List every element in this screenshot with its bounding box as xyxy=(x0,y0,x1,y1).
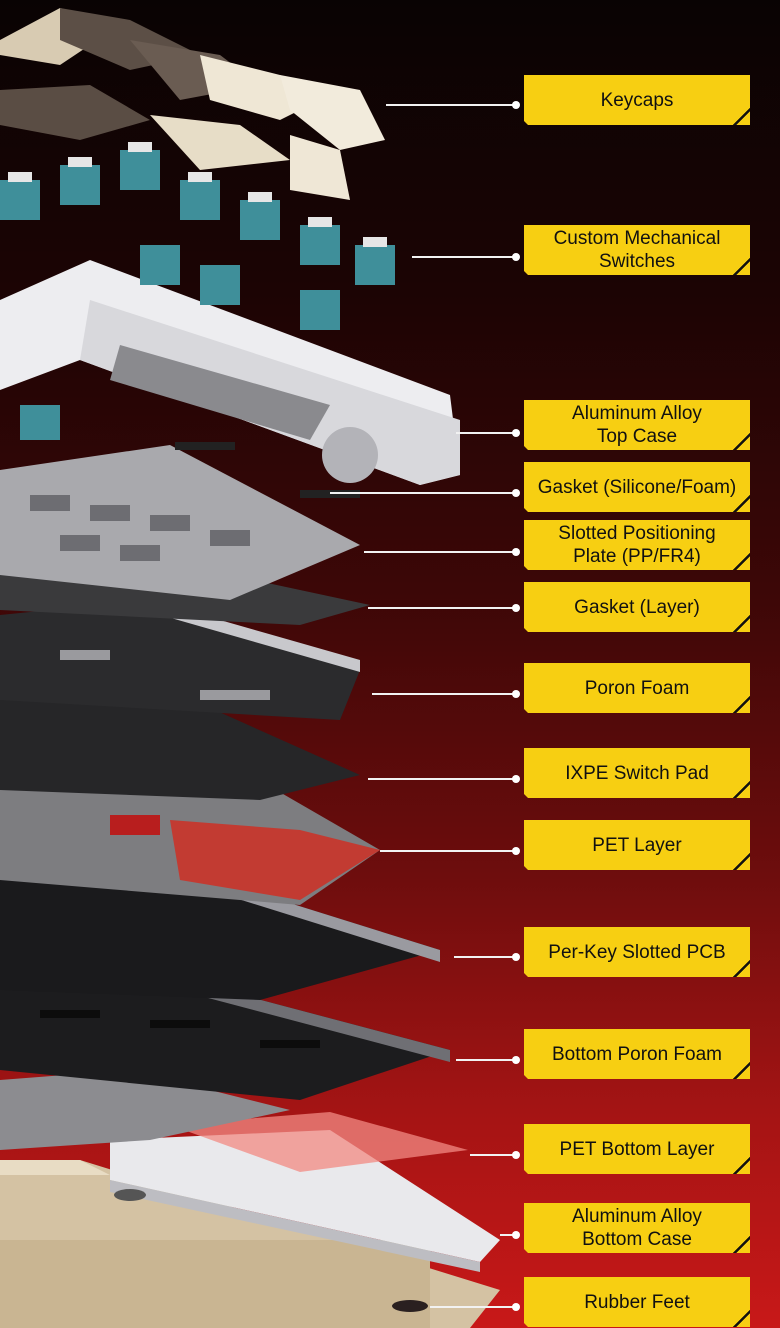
leader-dot-ixpe-pad xyxy=(512,775,520,783)
callout-positioning-plate-text: Slotted Positioning Plate (PP/FR4) xyxy=(558,523,716,567)
leader-dot-pcb xyxy=(512,953,520,961)
callout-gasket-layer-text: Gasket (Layer) xyxy=(574,596,700,618)
leader-dot-poron-foam xyxy=(512,690,520,698)
callout-pcb: Per-Key Slotted PCB xyxy=(524,927,750,977)
leader-positioning-plate xyxy=(364,551,516,553)
callout-switches-text: Custom Mechanical Switches xyxy=(553,228,721,272)
callout-bottom-case-text: Aluminum Alloy Bottom Case xyxy=(572,1206,702,1250)
gasket-strips xyxy=(175,442,360,498)
leader-dot-top-case xyxy=(512,429,520,437)
leader-dot-bottom-case xyxy=(512,1231,520,1239)
ixpe-layer xyxy=(0,690,360,800)
callout-top-case: Aluminum Alloy Top Case xyxy=(524,400,750,450)
leader-poron-foam xyxy=(372,693,516,695)
pet-layer xyxy=(0,770,380,905)
callout-gasket-silicone-text: Gasket (Silicone/Foam) xyxy=(537,476,737,498)
top-case xyxy=(0,260,460,485)
leader-pcb xyxy=(454,956,516,958)
leader-gasket-layer xyxy=(368,607,516,609)
callout-pet-layer: PET Layer xyxy=(524,820,750,870)
leader-pet-bottom xyxy=(470,1154,516,1156)
callout-poron-foam: Poron Foam xyxy=(524,663,750,713)
leader-dot-gasket-layer xyxy=(512,604,520,612)
leader-gasket-silicone xyxy=(330,492,516,494)
bottom-case xyxy=(0,1160,500,1328)
callout-ixpe-pad: IXPE Switch Pad xyxy=(524,748,750,798)
leader-ixpe-pad xyxy=(368,778,516,780)
leader-dot-keycaps xyxy=(512,101,520,109)
callout-bottom-case: Aluminum Alloy Bottom Case xyxy=(524,1203,750,1253)
leader-rubber-feet xyxy=(430,1306,516,1308)
callout-switches: Custom Mechanical Switches xyxy=(524,225,750,275)
white-bottom-tray xyxy=(110,1130,500,1272)
callout-bottom-poron: Bottom Poron Foam xyxy=(524,1029,750,1079)
leader-dot-rubber-feet xyxy=(512,1303,520,1311)
callout-gasket-silicone: Gasket (Silicone/Foam) xyxy=(524,462,750,512)
callout-top-case-text: Aluminum Alloy Top Case xyxy=(572,403,702,447)
callout-keycaps-text: Keycaps xyxy=(600,89,674,111)
leader-dot-pet-bottom xyxy=(512,1151,520,1159)
switches xyxy=(0,142,395,440)
leader-bottom-poron xyxy=(456,1059,516,1061)
leader-bottom-case xyxy=(500,1234,516,1236)
callout-pcb-text: Per-Key Slotted PCB xyxy=(548,941,726,963)
grey-plastic-layer xyxy=(0,1070,290,1150)
callout-keycaps: Keycaps xyxy=(524,75,750,125)
callout-ixpe-pad-text: IXPE Switch Pad xyxy=(565,762,709,784)
rubber-foot xyxy=(392,1300,428,1312)
leader-dot-positioning-plate xyxy=(512,548,520,556)
callout-rubber-feet-text: Rubber Feet xyxy=(584,1291,690,1313)
positioning-plate xyxy=(0,445,360,600)
leader-dot-gasket-silicone xyxy=(512,489,520,497)
keycaps xyxy=(0,8,385,200)
callout-pet-bottom-text: PET Bottom Layer xyxy=(559,1138,715,1160)
leader-switches xyxy=(412,256,516,258)
callout-pet-layer-text: PET Layer xyxy=(592,834,682,856)
leader-dot-bottom-poron xyxy=(512,1056,520,1064)
callout-bottom-poron-text: Bottom Poron Foam xyxy=(551,1043,723,1065)
leader-dot-pet-layer xyxy=(512,847,520,855)
leader-keycaps xyxy=(386,104,516,106)
leader-pet-layer xyxy=(380,850,516,852)
leader-dot-switches xyxy=(512,253,520,261)
pet-bottom-layer xyxy=(170,1112,468,1172)
callout-gasket-layer: Gasket (Layer) xyxy=(524,582,750,632)
callout-rubber-feet: Rubber Feet xyxy=(524,1277,750,1327)
callout-pet-bottom: PET Bottom Layer xyxy=(524,1124,750,1174)
callout-positioning-plate: Slotted Positioning Plate (PP/FR4) xyxy=(524,520,750,570)
callout-poron-foam-text: Poron Foam xyxy=(584,677,690,699)
leader-top-case xyxy=(456,432,516,434)
